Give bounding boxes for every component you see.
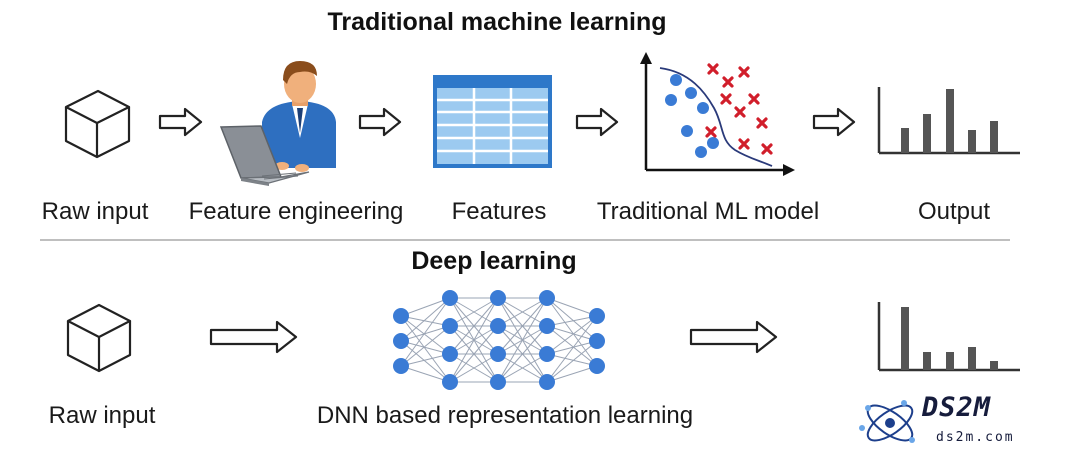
network-node bbox=[589, 308, 605, 324]
cube-icon bbox=[64, 89, 131, 159]
top-section-title: Traditional machine learning bbox=[327, 8, 667, 36]
network-edge bbox=[400, 340, 451, 355]
network-node bbox=[539, 346, 555, 362]
network-edge bbox=[400, 340, 451, 383]
network-edge bbox=[497, 297, 548, 327]
network-edge bbox=[449, 297, 499, 355]
bottom-section-title: Deep learning bbox=[411, 247, 577, 275]
network-edge bbox=[546, 297, 598, 317]
network-node bbox=[490, 290, 506, 306]
network-edge bbox=[546, 297, 598, 367]
watermark-name: DS2M bbox=[922, 392, 992, 423]
network-edge bbox=[546, 325, 598, 342]
network-edge bbox=[546, 315, 598, 383]
network-edge bbox=[400, 315, 451, 327]
arrow-icon bbox=[358, 107, 402, 137]
bar-chart-icon bbox=[877, 302, 1020, 372]
arrow-icon bbox=[575, 107, 619, 137]
network-node bbox=[490, 346, 506, 362]
long-arrow-icon bbox=[209, 320, 298, 354]
network-edge bbox=[400, 315, 451, 355]
engineer-laptop-icon bbox=[219, 61, 336, 186]
dnn-representation-label: DNN based representation learning bbox=[316, 402, 694, 429]
atom-logo-icon bbox=[859, 400, 915, 443]
network-edge bbox=[546, 353, 598, 367]
network-edge bbox=[546, 340, 598, 355]
network-edge bbox=[400, 365, 451, 383]
network-node bbox=[393, 358, 409, 374]
network-edge bbox=[497, 297, 548, 383]
network-node bbox=[442, 374, 458, 390]
network-node bbox=[589, 358, 605, 374]
scatter-plot-icon bbox=[640, 52, 795, 176]
network-edge bbox=[449, 353, 499, 383]
network-node bbox=[393, 333, 409, 349]
network-node bbox=[442, 318, 458, 334]
network-edge bbox=[546, 340, 598, 383]
network-node bbox=[539, 290, 555, 306]
network-edge bbox=[449, 325, 499, 383]
network-edge bbox=[400, 325, 451, 342]
arrow-icon bbox=[158, 107, 203, 137]
network-edge bbox=[546, 297, 598, 342]
neural-network-icon bbox=[393, 290, 605, 390]
cube-icon bbox=[66, 303, 132, 373]
network-edge bbox=[400, 315, 451, 383]
network-edge bbox=[546, 365, 598, 383]
features-label: Features bbox=[451, 198, 547, 225]
network-edge bbox=[546, 315, 598, 355]
ml-model-label: Traditional ML model bbox=[596, 198, 820, 225]
network-node bbox=[539, 318, 555, 334]
arrow-icon bbox=[812, 107, 856, 137]
network-edge bbox=[449, 297, 499, 383]
table-icon bbox=[433, 75, 552, 168]
network-node bbox=[589, 333, 605, 349]
output-label: Output bbox=[917, 198, 991, 225]
watermark-domain: ds2m.com bbox=[936, 430, 1015, 445]
network-node bbox=[490, 374, 506, 390]
network-node bbox=[490, 318, 506, 334]
raw-input-label: Raw input bbox=[41, 198, 149, 225]
network-edge bbox=[400, 297, 451, 342]
network-edge bbox=[546, 315, 598, 327]
network-edge bbox=[497, 297, 548, 355]
long-arrow-icon bbox=[689, 320, 778, 354]
network-node bbox=[442, 290, 458, 306]
network-edge bbox=[400, 297, 451, 367]
network-edge bbox=[546, 325, 598, 367]
network-edge bbox=[400, 297, 451, 317]
bar-chart-icon bbox=[877, 87, 1020, 155]
network-edge bbox=[497, 325, 548, 383]
network-edge bbox=[400, 353, 451, 367]
network-node bbox=[539, 374, 555, 390]
neural-network-edges bbox=[400, 297, 598, 383]
network-node bbox=[442, 346, 458, 362]
network-node bbox=[393, 308, 409, 324]
feature-engineering-label: Feature engineering bbox=[188, 198, 404, 225]
network-edge bbox=[449, 297, 499, 327]
network-edge bbox=[400, 325, 451, 367]
network-edge bbox=[497, 353, 548, 383]
raw-input-label: Raw input bbox=[48, 402, 156, 429]
